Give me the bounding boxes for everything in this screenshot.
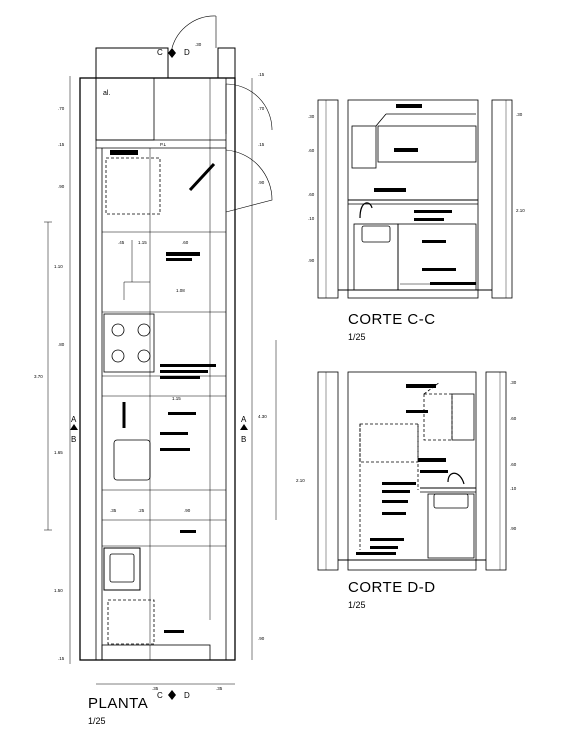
small-room <box>95 77 155 141</box>
cc-dim-left-3: .10 <box>308 216 315 221</box>
dd-title: CORTE D-D <box>348 579 436 596</box>
cc-dim-right-total: 2.10 <box>516 208 525 213</box>
dd-dim-right-4: .90 <box>510 526 517 531</box>
burner <box>137 323 151 337</box>
plan-dim-inner-3: 1.08 <box>176 288 185 293</box>
cc-dim-right-top: .30 <box>516 112 523 117</box>
plan-dim-top: .30 <box>195 42 202 47</box>
plan-dim-left-1: .15 <box>58 142 65 147</box>
burner <box>111 323 125 337</box>
plan-dim-overall-right: 4.30 <box>258 414 267 419</box>
door-swing-top <box>225 83 273 131</box>
plan-dim-left-7: .15 <box>58 656 65 661</box>
door-swing-mid <box>225 149 273 213</box>
cc-scale: 1/25 <box>348 332 366 342</box>
plan-annotations <box>110 150 216 633</box>
cc-room <box>347 99 479 299</box>
plan-dim-overall-left: 3.70 <box>34 374 43 379</box>
dd-dim-right-2: .60 <box>510 462 517 467</box>
cc-title: CORTE C-C <box>348 311 436 328</box>
section-cc <box>317 99 513 299</box>
cc-dim-left-2: .60 <box>308 192 315 197</box>
plan-dim-right-1: .70 <box>258 106 265 111</box>
cc-dim-left-0: .30 <box>308 114 315 119</box>
floor-plan <box>44 15 277 685</box>
door-label: P.L <box>160 142 167 147</box>
section-mark-a-left: A <box>71 415 77 424</box>
cooktop <box>103 313 155 373</box>
dd-upper-cabinet <box>451 393 475 441</box>
section-mark-a-right: A <box>241 415 247 424</box>
dd-sink <box>433 493 469 509</box>
plan-dim-inner-4: 1.15 <box>172 396 181 401</box>
plan-scale: 1/25 <box>88 716 106 726</box>
plan-title: PLANTA <box>88 695 148 712</box>
plan-dim-inner-7: .90 <box>184 508 191 513</box>
plan-dim-left-4: .80 <box>58 342 65 347</box>
plan-dim-left-5: 1.65 <box>54 450 63 455</box>
plan-dim-bottom-0: .35 <box>152 686 159 691</box>
plan-dim-right-0: .15 <box>258 72 265 77</box>
dd-left-wall <box>317 371 339 571</box>
plan-dim-inner-6: .25 <box>138 508 145 513</box>
dd-dim-right-0: .30 <box>510 380 517 385</box>
plan-dim-inner-2: .60 <box>182 240 189 245</box>
room-label: al. <box>103 90 110 97</box>
section-mark-b-left: B <box>71 435 76 444</box>
plan-dim-inner-0: .45 <box>118 240 125 245</box>
dd-annotations <box>356 384 448 555</box>
cc-hood <box>377 125 477 163</box>
section-mark-d-bottom: D <box>184 691 190 700</box>
door-swing-entrance <box>171 15 217 49</box>
plan-dim-inner-1: 1.15 <box>138 240 147 245</box>
plan-top-wall-right <box>217 47 236 79</box>
sink-counter <box>113 439 151 481</box>
washer <box>107 599 155 645</box>
dd-dim-left-total: 2.10 <box>296 478 305 483</box>
plan-dim-right-4: .90 <box>258 636 265 641</box>
cc-upper-cabinet <box>351 125 377 169</box>
plan-dim-bottom-1: .35 <box>216 686 223 691</box>
sink-basin <box>103 547 141 591</box>
dd-scale: 1/25 <box>348 600 366 610</box>
cc-annotations <box>374 104 476 285</box>
plan-dim-left-6: 1.50 <box>54 588 63 593</box>
dd-room <box>347 371 477 571</box>
dd-dim-right-1: .60 <box>510 416 517 421</box>
dd-dashed-opening <box>359 423 419 463</box>
cc-dim-left-4: .90 <box>308 258 315 263</box>
cc-right-wall <box>491 99 513 299</box>
plan-dim-inner-5: .35 <box>110 508 117 513</box>
cc-text: .30 .60 .60 .10 .90 .30 2.10 CORTE C-C 1… <box>308 112 525 342</box>
plan-dim-left-0: .70 <box>58 106 65 111</box>
section-mark-d-top: D <box>184 48 190 57</box>
burner <box>111 349 125 363</box>
plan-dim-right-3: .90 <box>258 180 265 185</box>
section-mark-c-top: C <box>157 48 163 57</box>
plan-dim-left-2: .90 <box>58 184 65 189</box>
section-dd <box>317 371 507 571</box>
dd-right-wall <box>485 371 507 571</box>
plan-inner-wall <box>95 77 227 661</box>
plan-dim-left-3: 1.10 <box>54 264 63 269</box>
section-mark-c-bottom: C <box>157 691 163 700</box>
section-mark-b-right: B <box>241 435 246 444</box>
dd-dim-right-3: .10 <box>510 486 517 491</box>
dd-text: 2.10 .30 .60 .60 .10 .90 CORTE D-D 1/25 <box>296 380 517 610</box>
cc-sink <box>361 225 391 243</box>
burner <box>137 349 151 363</box>
cc-left-wall <box>317 99 339 299</box>
plan-dim-right-2: .15 <box>258 142 265 147</box>
plan-text: al. P.L C D C D A B A B .30 .70 .15 .90 … <box>34 42 267 726</box>
cc-lower-cabinet <box>353 223 399 291</box>
shower-tray <box>105 157 161 215</box>
section-symbols <box>70 48 248 700</box>
cc-dim-left-1: .60 <box>308 148 315 153</box>
bottom-step <box>101 644 211 661</box>
dd-lower-cabinet <box>427 493 475 559</box>
